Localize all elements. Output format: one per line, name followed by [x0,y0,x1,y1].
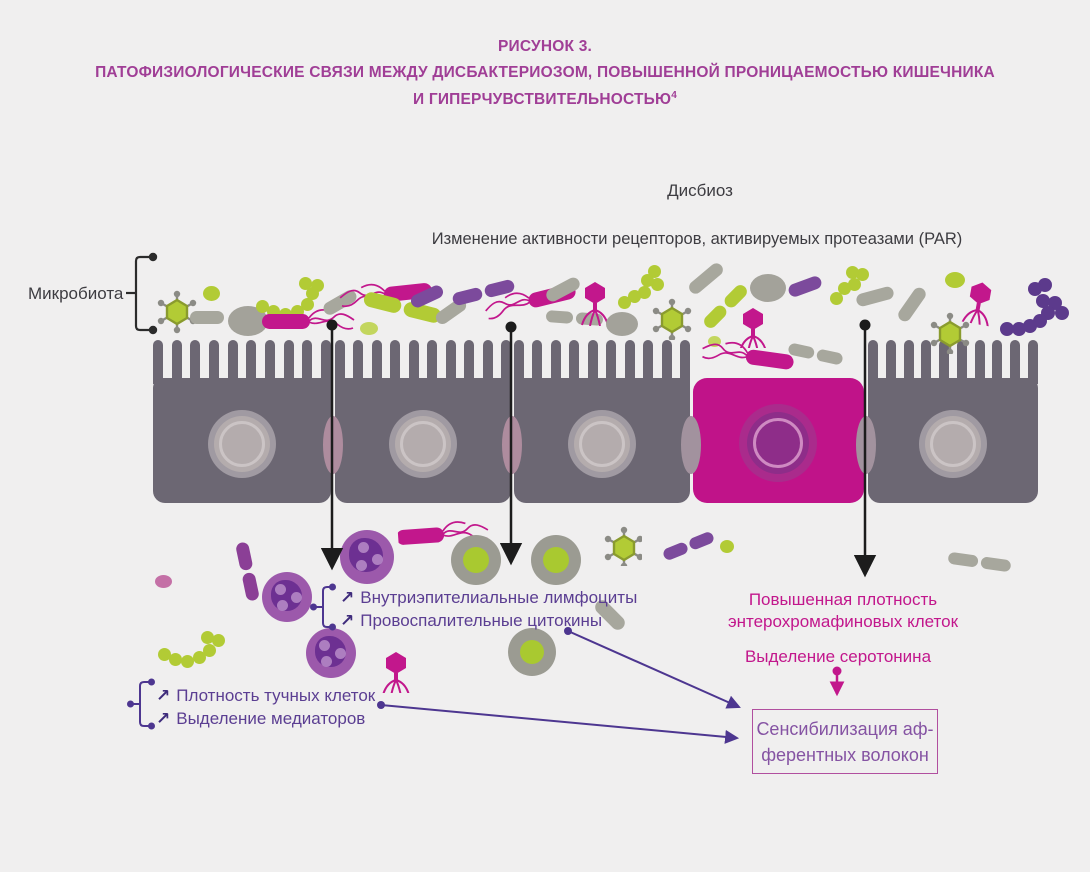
microvilli-cell-2 [335,340,511,384]
tight-junction [856,416,876,474]
ec-density-annotation: Повышенная плотность энтерохромафиновых … [698,589,988,633]
bacterium-coccus-icon [720,540,734,553]
lymphocyte-icon [340,530,394,584]
bacterium-rod-icon [686,260,726,297]
bracket-dot [148,252,158,262]
bracket-dot [329,583,336,591]
immune-cell-icon [451,535,501,585]
bacterium-rod-icon [895,285,929,324]
bacterium-rod-icon [786,274,824,299]
enterochromaffin-cell [693,378,864,503]
reference-superscript: 4 [671,90,677,101]
lymphocytes-label: Внутриэпителиальные лимфоциты [360,588,638,607]
cell-nucleus [389,410,457,478]
lymphocyte-icon [262,572,312,622]
tight-junction [323,416,343,474]
epithelial-cell-2 [335,378,511,503]
serotonin-annotation: Выделение серотонина [744,647,932,666]
bracket-dot [148,678,155,686]
bacterium-coccus-icon [360,322,378,335]
immune-cell-icon [531,535,581,585]
bacterium-blob-icon [606,312,638,336]
microbiota-label: Микробиота [28,284,124,303]
bacterium-rod-icon [854,285,896,308]
lymphocyte-icon [306,628,356,678]
cocci-chain-icon [158,648,171,661]
mast-density-label: Плотность тучных клеток [176,686,376,705]
figure-title-line3: И ГИПЕРЧУВСТВИТЕЛЬНОСТЬЮ4 [0,90,1090,109]
cocci-chain-icon [830,292,843,305]
cocci-cluster-icon [1000,322,1014,336]
bracket-dot [148,722,155,730]
tight-junction [502,416,522,474]
microvilli-cell-1 [153,340,331,384]
dysbiosis-label: Дисбиоз [667,181,733,200]
cell-nucleus [208,410,276,478]
epithelial-cell-3 [514,378,690,503]
bracket-dot [310,603,317,611]
bacterium-coccus-icon [708,336,721,347]
bacterium-rod-pair-icon [661,530,716,562]
cocci-chain-icon [256,300,269,313]
increase-arrow-icon: ↗ [156,686,171,705]
virus-icon [651,298,692,340]
mast-to-box-connector [377,701,740,744]
increase-arrow-icon: ↗ [340,611,355,630]
phage-icon [382,651,410,693]
lymphocytes-bracket [315,586,331,628]
figure-title-line3-text: И ГИПЕРЧУВСТВИТЕЛЬНОСТЬЮ [413,91,672,109]
ec-density-line2: энтерохромафиновых клеток [727,612,959,631]
par-receptors-label: Изменение активности рецепторов, активир… [431,230,963,248]
figure-number: РИСУНОК 3. [497,38,593,55]
mast-cell-annotation: ↗ Плотность тучных клеток [156,686,375,706]
flagellated-bacterium-icon [700,337,796,372]
bacterium-rod-icon [190,311,224,324]
immune-cell-icon [508,628,556,676]
epithelial-cell-1 [153,378,331,503]
bracket-dot [127,700,134,708]
cocci-chain-icon [618,296,631,309]
bacterium-rod-pair-icon [787,342,844,366]
cytokines-label: Провоспалительные цитокины [360,611,603,630]
mediators-label: Выделение медиаторов [176,709,366,728]
increase-arrow-icon: ↗ [156,709,171,728]
ec-density-line1: Повышенная плотность [748,590,938,609]
bacterium-blob-icon [750,274,786,302]
bacterium-rod-pair-icon [947,551,1012,573]
cell-nucleus [919,410,987,478]
bacterium-coccus-icon [945,272,965,288]
virus-icon [929,312,970,354]
cytokines-annotation: ↗ Провоспалительные цитокины [340,611,602,631]
increase-arrow-icon: ↗ [340,588,355,607]
figure-title-line2: ПАТОФИЗИОЛОГИЧЕСКИЕ СВЯЗИ МЕЖДУ ДИСБАКТЕ… [95,64,995,81]
microvilli-cell-3 [514,340,690,384]
cell-nucleus [739,404,817,482]
cell-nucleus [568,410,636,478]
bacterium-coccus-icon [203,286,220,301]
mast-bracket [132,681,150,727]
lymphocytes-annotation: ↗ Внутриэпителиальные лимфоциты [340,588,637,608]
microvilli-cell-5 [868,340,1038,384]
cytokines-to-box-connector [564,627,741,709]
bacterium-rod-pair-icon [235,541,260,602]
epithelial-cell-5 [868,378,1038,503]
sensitization-box: Сенсибилизация аф- ферентных волокон [752,709,938,774]
sensitization-line1: Сенсибилизация аф- [756,718,934,739]
tight-junction [681,416,701,474]
virus-icon [603,526,642,566]
serotonin-arrow [829,666,845,697]
bacterium-coccus-icon [155,575,172,588]
sensitization-line2: ферентных волокон [761,744,929,765]
microbiota-bracket [126,255,151,332]
mediators-annotation: ↗ Выделение медиаторов [156,709,365,729]
